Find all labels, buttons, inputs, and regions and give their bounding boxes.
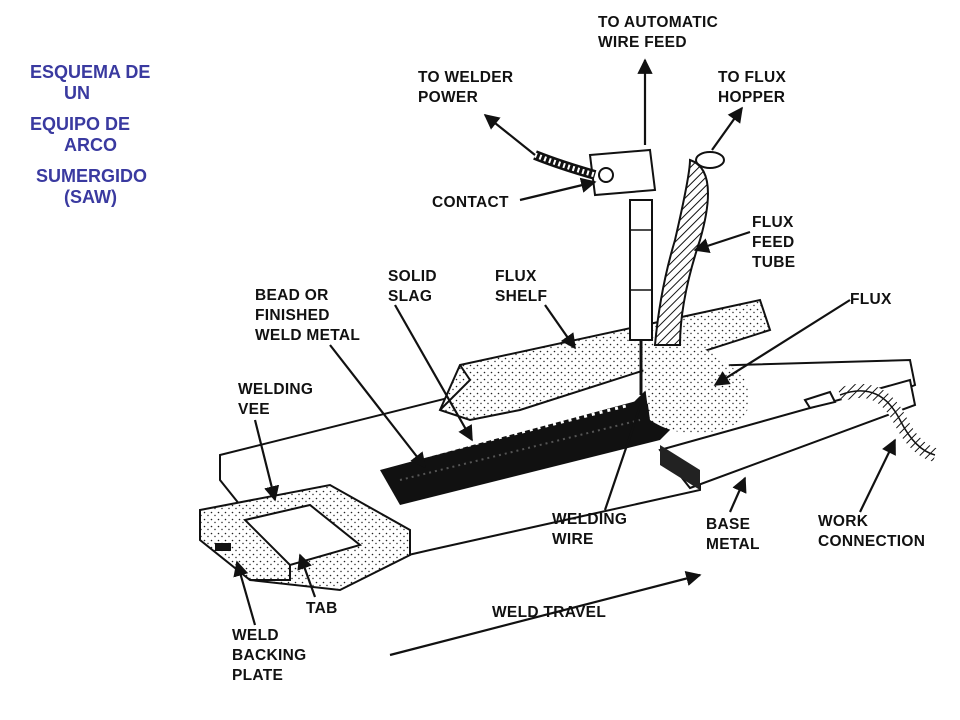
label-flux-feed-tube: FLUX FEED TUBE xyxy=(752,214,799,271)
power-cable xyxy=(533,150,597,180)
label-flux-hopper: TO FLUX HOPPER xyxy=(718,69,791,106)
welding-head xyxy=(588,148,657,395)
flux-feed-tube xyxy=(653,151,725,346)
label-tab: TAB xyxy=(306,600,338,617)
work-connection-cable xyxy=(803,384,938,462)
label-auto-wire-feed: TO AUTOMATIC WIRE FEED xyxy=(598,14,723,51)
label-weld-backing-plate: WELD BACKING PLATE xyxy=(232,627,311,684)
flux-pile xyxy=(640,341,750,434)
title-line: (SAW) xyxy=(64,187,117,207)
label-bead: BEAD OR FINISHED WELD METAL xyxy=(255,287,360,344)
title-line: EQUIPO DE xyxy=(30,114,131,134)
arrow-tab xyxy=(297,553,317,598)
title-line: ESQUEMA DE xyxy=(30,62,151,82)
arrow-backing-plate xyxy=(233,560,257,626)
label-flux: FLUX xyxy=(850,291,892,308)
arrow-bead xyxy=(329,344,426,469)
title-line: UN xyxy=(64,83,90,103)
label-base-metal: BASE METAL xyxy=(706,516,760,553)
arrow-flux-shelf xyxy=(544,304,576,350)
label-contact: CONTACT xyxy=(432,194,509,211)
title-line: SUMERGIDO xyxy=(36,166,148,186)
arrow-flux xyxy=(713,299,851,386)
arrow-flux-feed-tube xyxy=(693,230,751,254)
title-line: ARCO xyxy=(64,135,117,155)
label-welding-vee: WELDING VEE xyxy=(238,381,318,418)
arrow-welding-vee xyxy=(253,419,280,502)
arrow-welding-wire xyxy=(603,390,648,511)
backing-plate-and-tab xyxy=(199,483,411,592)
arrow-welder-power xyxy=(483,114,536,156)
arrow-flux-hopper xyxy=(711,106,743,151)
diagram-title: ESQUEMA DE UN EQUIPO DE ARCO SUMERGIDO (… xyxy=(30,62,200,208)
label-flux-shelf: FLUX SHELF xyxy=(495,268,547,305)
arrow-solid-slag xyxy=(394,304,473,442)
arrow-work-connection xyxy=(859,438,896,513)
label-welder-power: TO WELDER POWER xyxy=(418,69,518,106)
label-work-connection: WORK CONNECTION xyxy=(818,513,925,550)
weld-bead xyxy=(380,400,680,505)
arrow-contact xyxy=(519,177,597,202)
arrow-base-metal xyxy=(728,476,747,513)
arrow-weld-travel xyxy=(389,571,702,657)
leader-arrows xyxy=(233,58,896,657)
label-solid-slag: SOLID SLAG xyxy=(388,268,441,305)
label-weld-travel: WELD TRAVEL xyxy=(492,604,606,621)
label-welding-wire: WELDING WIRE xyxy=(552,511,632,548)
